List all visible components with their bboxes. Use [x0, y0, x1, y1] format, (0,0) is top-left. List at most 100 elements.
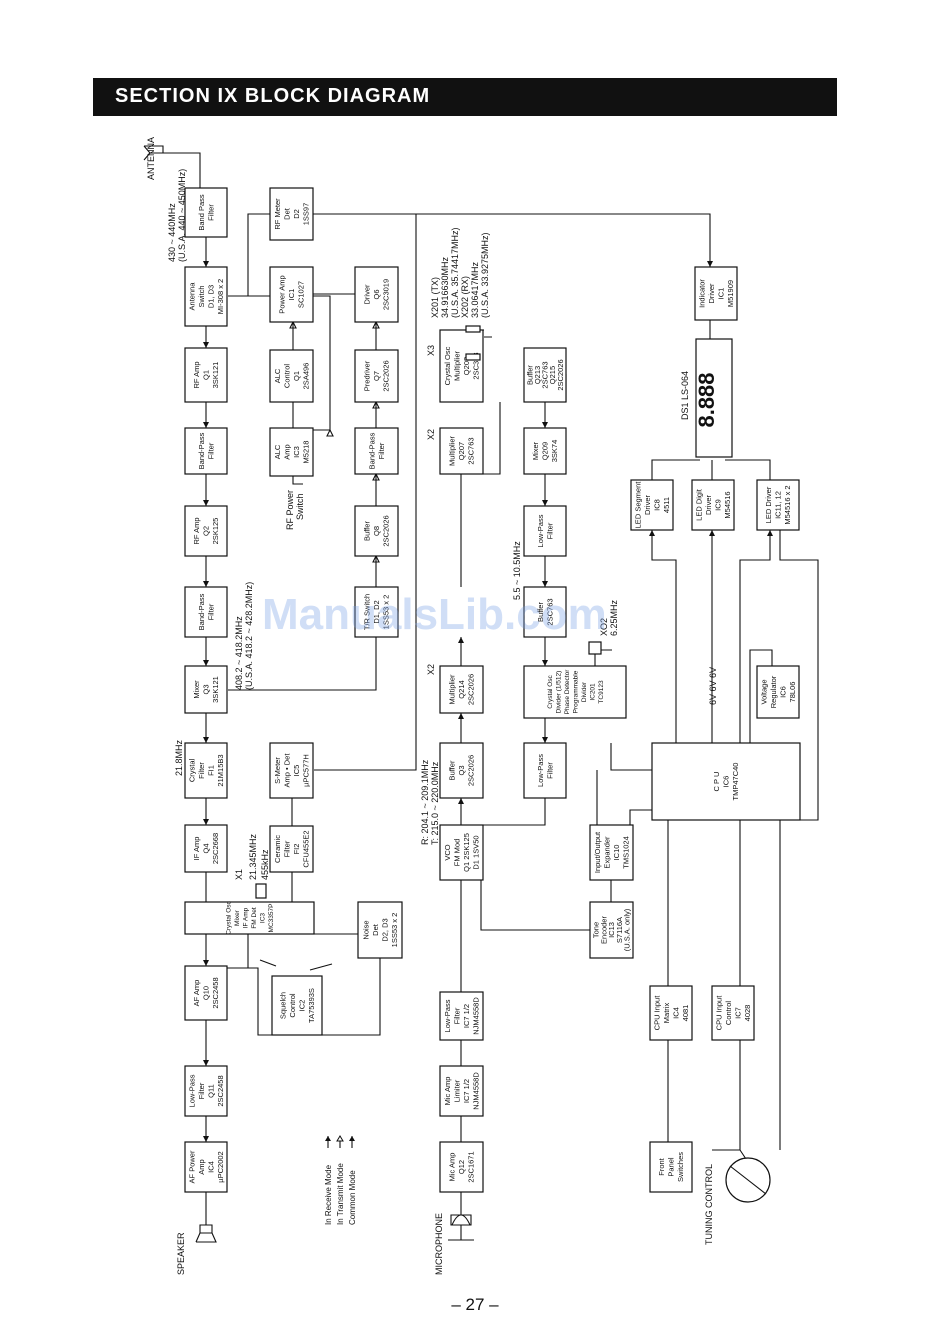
block-label-line: Filter — [197, 1082, 206, 1099]
block-label-line: M54516 — [723, 491, 732, 518]
block-label-line: Q215 — [548, 366, 557, 384]
block-label-line: Q1 2SK125 — [462, 833, 471, 872]
block-box — [439, 1065, 484, 1117]
block-label-line: 3SK74 — [550, 440, 559, 463]
block-label-line: Divider — [581, 681, 588, 702]
block-box — [184, 266, 228, 327]
block-label-line: Driver — [704, 494, 713, 515]
block-label-line: IC7 1/2 — [462, 1004, 471, 1028]
block-label-line: IC11, 12 — [774, 491, 783, 519]
block-box — [184, 1065, 228, 1117]
block-label-line: RF Amp — [192, 361, 201, 388]
crystal-x201-icon — [465, 325, 481, 333]
block-label-line: MC3357P — [268, 904, 275, 933]
block-label-line: Control — [724, 1001, 733, 1026]
block-box — [630, 479, 674, 531]
block-label-line: Mixer — [192, 680, 201, 699]
block-label-line: AF Amp — [192, 980, 201, 1007]
x2b-label: X2 — [426, 664, 436, 675]
block-label-line: D1 1SV50 — [471, 835, 480, 869]
block-label-line: 2SC2026 — [382, 360, 391, 391]
block-label-line: Front — [657, 1157, 666, 1175]
block-label-line: IC6 — [722, 776, 731, 788]
block-label-line: Band Pass — [197, 194, 206, 231]
block-box — [184, 901, 315, 935]
block-label-line: IC1 — [716, 288, 725, 300]
block-label-line: IC4 — [206, 1161, 215, 1173]
block-label-line: Q4 — [202, 843, 211, 853]
block-label-line: µPC2002 — [216, 1151, 225, 1182]
block-label-line: Mixer — [531, 441, 540, 460]
block-label-line: (U.S.A. only) — [623, 908, 632, 951]
block-box — [694, 266, 738, 321]
block-label-line: C P U — [712, 772, 721, 792]
block-label-line: Q11 — [206, 1084, 215, 1098]
block-label-line: Filter — [545, 522, 554, 539]
x202-freq-label: 33.06417MHz — [470, 261, 480, 318]
block-label-line: Mixer — [234, 909, 241, 926]
block-box — [439, 824, 484, 881]
block-label-line: IC8 — [652, 499, 661, 511]
block-label-line: MI-308 x 2 — [216, 279, 225, 314]
block-label-line: IC7 — [733, 1007, 742, 1019]
vco-freq-label: R: 204.1 ~ 209.1MHz — [420, 759, 430, 845]
x201-freq-label: 34.916630MHz — [440, 256, 450, 318]
block-label-line: 78L06 — [788, 682, 797, 703]
block-label-line: TMS1024 — [621, 836, 630, 869]
block-box — [184, 1141, 228, 1193]
block-label-line: Panel — [667, 1157, 676, 1177]
block-label-line: VCO — [443, 844, 452, 860]
x1-freq-label: 21.345MHz — [248, 833, 258, 880]
xo2-freq-label: 6.25MHz — [609, 599, 619, 636]
block-label-line: ALC — [273, 444, 282, 459]
legend-common-label: Common Mode — [348, 1170, 357, 1225]
block-label-line: LED Digit — [694, 488, 703, 521]
block-box — [439, 329, 484, 403]
block-label-line: Predriver — [363, 360, 372, 391]
if1-label: 21.8MHz — [174, 739, 184, 776]
block-label-line: IC13 — [607, 922, 616, 938]
block-label-line: Amp • Det — [282, 753, 291, 788]
block-box — [691, 479, 735, 531]
block-box — [184, 347, 228, 403]
block-label-line: Q3 — [202, 684, 211, 694]
block-label-line: Filter — [206, 204, 215, 221]
block-label-line: 2SC383 — [471, 352, 480, 379]
block-label-line: 2SC763 — [545, 598, 554, 625]
crystal-x1-icon — [255, 883, 267, 899]
block-label-line: Q10 — [202, 986, 211, 1000]
block-label-line: 2SC763 — [467, 437, 476, 464]
block-label-line: Matrix — [662, 1003, 671, 1024]
block-box — [184, 187, 228, 238]
block-label-line: Mic Amp — [448, 1153, 457, 1182]
block-box — [651, 742, 801, 821]
x202-label: X202 (RX) — [460, 276, 470, 318]
block-label-line: Q1 — [292, 371, 301, 381]
x3-label: X3 — [426, 345, 436, 356]
block-label-line: 2SC2668 — [211, 833, 220, 864]
block-label-line: 2SC2026 — [467, 674, 476, 705]
ds1-label: DS1 LS-064 — [680, 371, 690, 420]
block-box — [589, 901, 634, 959]
block-box — [269, 349, 314, 403]
block-label-line: Driver — [707, 283, 716, 304]
block-box — [439, 1141, 484, 1193]
block-label-line: IC201 — [589, 683, 596, 701]
legend-tx-label: In Transmit Mode — [336, 1163, 345, 1225]
antenna-freq-label: 430 ~ 440MHz — [167, 203, 177, 262]
block-box — [439, 742, 484, 799]
block-label-line: TMP47C40 — [731, 763, 740, 801]
